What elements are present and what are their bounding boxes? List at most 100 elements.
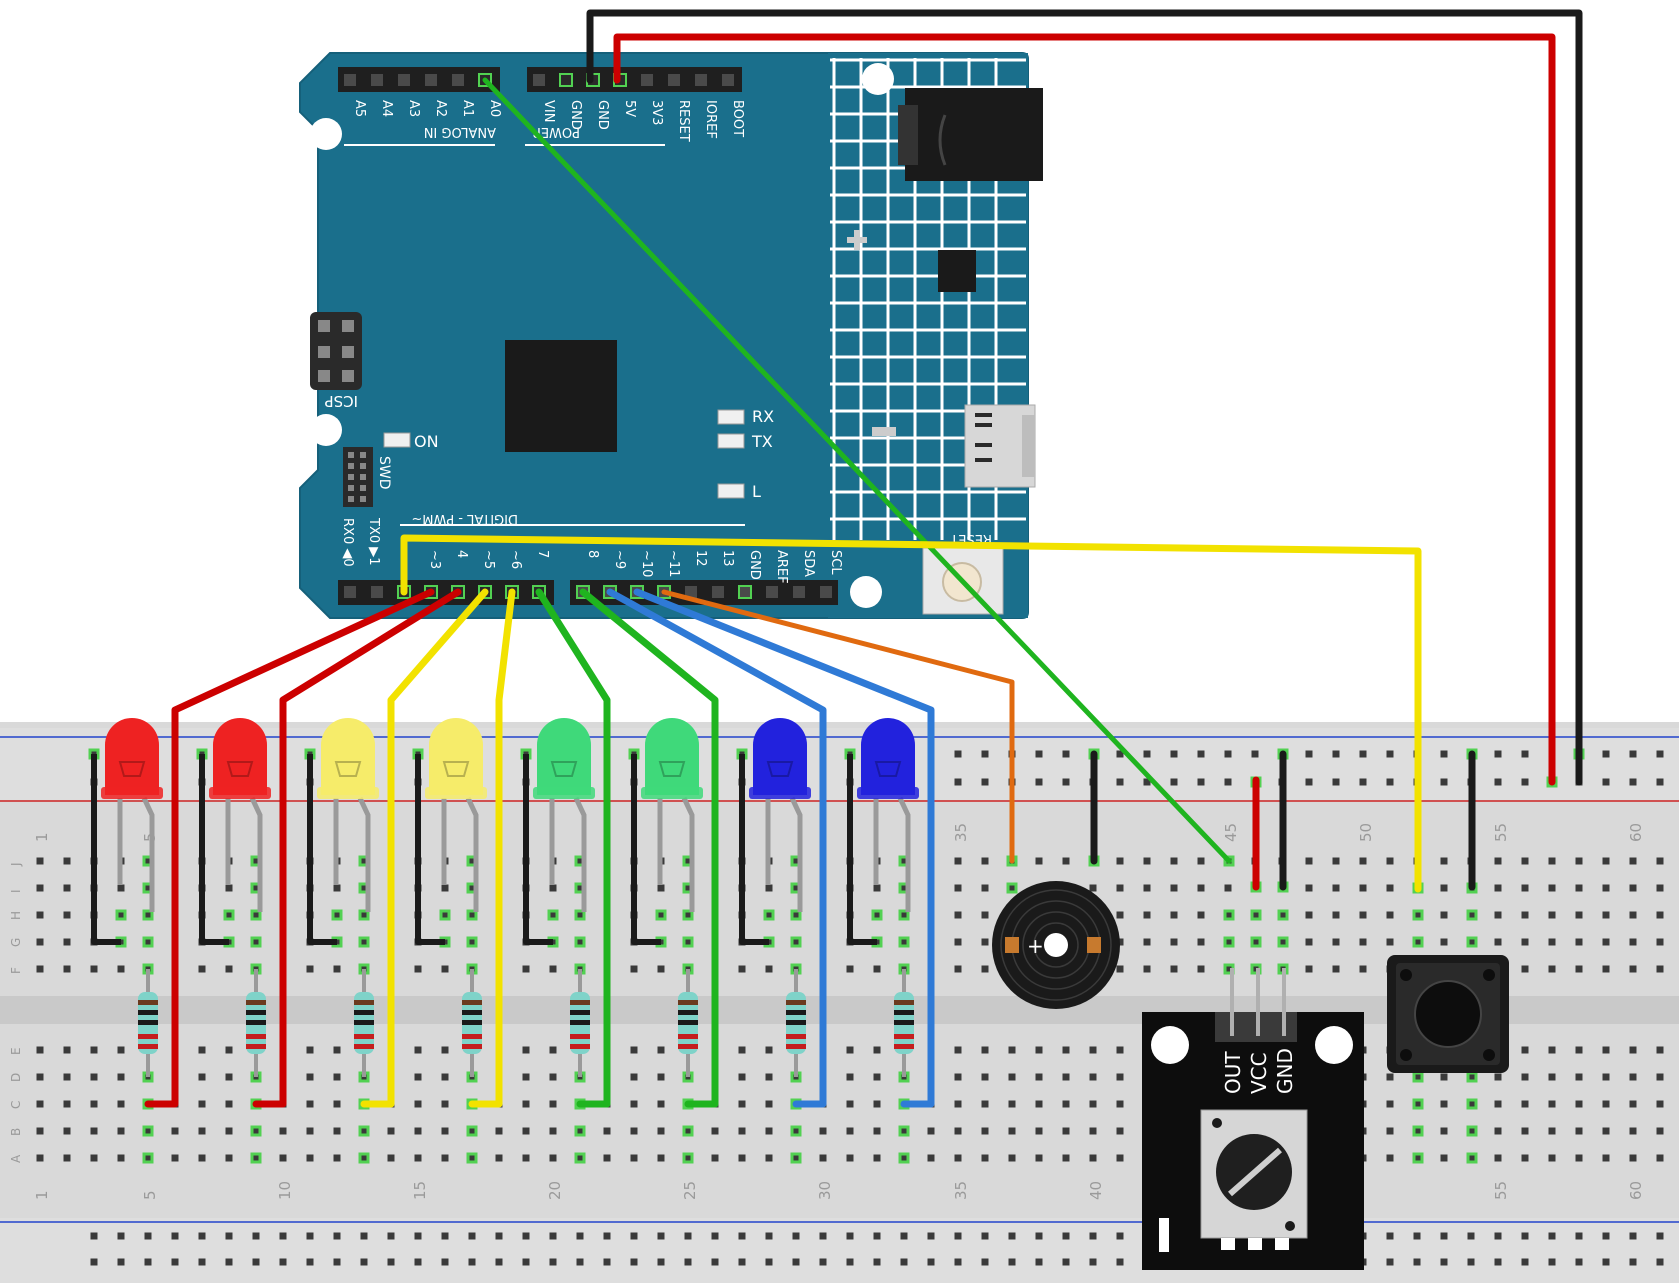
row-letter-g: G (9, 938, 23, 947)
power-rail-hole (1008, 1258, 1016, 1266)
breadboard-used-hole (1277, 909, 1289, 921)
breadboard-used-hole (466, 936, 478, 948)
on-label: ON (414, 432, 439, 451)
tx-label: TX (751, 432, 773, 451)
power-rail-hole (1359, 778, 1367, 786)
breadboard-hole (1008, 1100, 1016, 1108)
breadboard-hole (1170, 857, 1178, 865)
led-rim (209, 787, 271, 799)
power-rail-hole (819, 1258, 827, 1266)
power-rail-hole (846, 1232, 854, 1240)
resistor-band (462, 1034, 482, 1039)
analog-pin-sockets (344, 73, 492, 87)
power-pin-label: GND (568, 100, 583, 130)
analog-header-body (338, 67, 500, 92)
breadboard-hole (954, 911, 962, 919)
power-rail-hole (576, 1258, 584, 1266)
power-rail-hole (792, 1258, 800, 1266)
breadboard-hole (1197, 911, 1205, 919)
header-pin-socket (371, 586, 383, 598)
breadboard-hole (63, 938, 71, 946)
led-inner-detail (442, 761, 470, 777)
breadboard-hole (1359, 911, 1367, 919)
breadboard-hole (441, 1154, 449, 1162)
breadboard-used-hole (1466, 1098, 1478, 1110)
breadboard-hole (36, 857, 44, 865)
breadboard-used-hole (898, 909, 910, 921)
breadboard-hole (738, 1046, 746, 1054)
breadboard-hole (1305, 857, 1313, 865)
breadboard-hole (1548, 857, 1556, 865)
power-rail-hole (387, 1258, 395, 1266)
power-rail-hole (171, 1258, 179, 1266)
power-rail-hole (1602, 1258, 1610, 1266)
breadboard-hole (414, 1073, 422, 1081)
breadboard-hole (1602, 911, 1610, 919)
row-letter-i: I (9, 889, 23, 893)
col-num-bot-55: 55 (1492, 1181, 1510, 1200)
breadboard-hole (306, 965, 314, 973)
breadboard-hole (1629, 1073, 1637, 1081)
power-rail-hole (1656, 1258, 1664, 1266)
led-inner-detail (118, 761, 146, 777)
breadboard-hole (117, 1100, 125, 1108)
power-rail-hole (1656, 750, 1664, 758)
breadboard-hole (1602, 965, 1610, 973)
power-rail-hole (657, 1258, 665, 1266)
led-body (429, 718, 483, 795)
breadboard-hole (198, 1046, 206, 1054)
power-rail-hole (1305, 778, 1313, 786)
breadboard-hole (738, 1127, 746, 1135)
power-rail-hole (468, 1258, 476, 1266)
breadboard-used-hole (871, 909, 883, 921)
led-leg (573, 796, 587, 912)
breadboard-hole (1440, 1127, 1448, 1135)
breadboard-hole (1035, 1046, 1043, 1054)
wire-pin3-led1 (144, 588, 435, 1108)
power-rail-hole (1062, 1258, 1070, 1266)
breadboard-hole (657, 1127, 665, 1135)
breadboard-hole (63, 911, 71, 919)
push-button-screw (1400, 969, 1412, 981)
header-pin-socket (820, 586, 832, 598)
breadboard-hole (1440, 857, 1448, 865)
power-rail-hole (333, 1258, 341, 1266)
power-rail-hole (1548, 1232, 1556, 1240)
power-rail-hole (549, 1258, 557, 1266)
power-rail-hole (279, 1232, 287, 1240)
breadboard-hole (1170, 965, 1178, 973)
breadboard-hole (630, 1127, 638, 1135)
breadboard-hole (1629, 857, 1637, 865)
swd-pin (348, 485, 354, 491)
breadboard-hole (1197, 965, 1205, 973)
rx-led-indicator (717, 409, 745, 425)
breadboard-used-hole (790, 909, 802, 921)
breadboard-hole (1170, 884, 1178, 892)
power-pin-label: 5V (622, 100, 637, 117)
breadboard-hole (225, 1046, 233, 1054)
breadboard-hole (1521, 1154, 1529, 1162)
breadboard-hole (549, 1073, 557, 1081)
analog-header-label: ANALOG IN (424, 124, 496, 139)
led-body (105, 718, 159, 795)
breadboard-hole (1629, 1154, 1637, 1162)
digital-pin-label: ~11 (666, 550, 681, 577)
breadboard-hole (1602, 1154, 1610, 1162)
breadboard-hole (1035, 1073, 1043, 1081)
breadboard-hole (981, 1046, 989, 1054)
resistor-row (138, 969, 914, 1077)
swd-label: SWD (376, 456, 392, 490)
power-rail-hole (576, 1232, 584, 1240)
power-pin-label: RESET (676, 100, 691, 142)
breadboard-hole (1359, 965, 1367, 973)
breadboard-used-hole (466, 909, 478, 921)
breadboard-hole (36, 938, 44, 946)
breadboard-hole (1143, 965, 1151, 973)
breadboard-used-hole (1412, 1152, 1424, 1164)
power-rail-hole (1386, 750, 1394, 758)
digital-header-label: DIGITAL - PWM~ (411, 511, 518, 526)
resistor-band (246, 1020, 266, 1025)
buzzer-ring (1033, 922, 1079, 968)
push-button-screw (1400, 1049, 1412, 1061)
buzzer-terminal (1087, 937, 1101, 953)
